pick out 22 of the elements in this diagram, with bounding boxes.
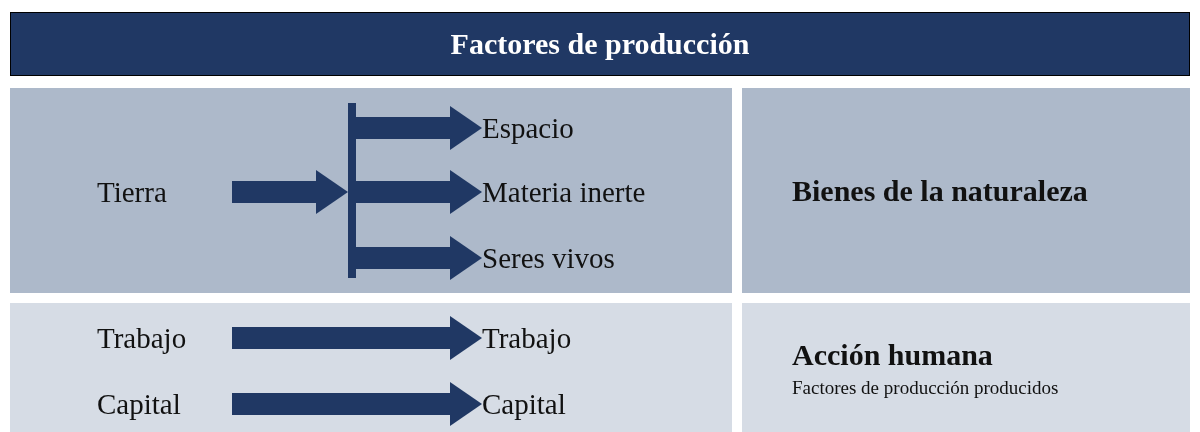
category-subtitle: Factores de producción producidos (792, 375, 1060, 400)
term-label: Trabajo (97, 316, 232, 360)
block-arrow (356, 106, 482, 150)
vertical-bar (348, 103, 356, 278)
term-label: Espacio (482, 106, 692, 150)
term-label: Seres vivos (482, 236, 692, 280)
category-cell (742, 88, 1190, 293)
block-arrow (232, 316, 482, 360)
title-banner: Factores de producción (10, 12, 1190, 76)
term-label: Trabajo (482, 316, 692, 360)
term-label: Capital (482, 382, 692, 426)
term-label: Materia inerte (482, 170, 717, 214)
term-label: Tierra (97, 170, 232, 214)
panel-background (10, 88, 732, 293)
block-arrow (232, 170, 348, 214)
term-label: Capital (97, 382, 232, 426)
block-arrow (232, 382, 482, 426)
category-heading: Acción humana (792, 336, 994, 373)
category-cell (742, 303, 1190, 432)
block-arrow (356, 236, 482, 280)
block-arrow (356, 170, 482, 214)
category-heading: Bienes de la naturaleza (792, 172, 1089, 209)
